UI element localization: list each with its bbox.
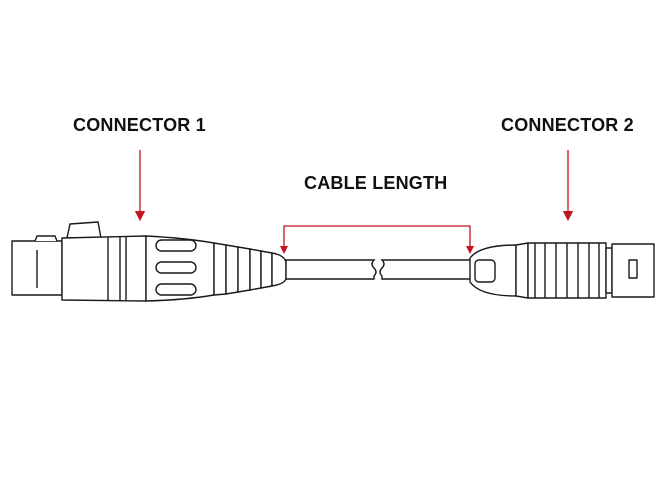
connector-1-label: CONNECTOR 1 [73, 115, 206, 135]
cable [285, 259, 473, 280]
annotations [134, 150, 574, 254]
xlr-female-connector-icon [11, 221, 287, 302]
connector-2-label: CONNECTOR 2 [501, 115, 634, 135]
cable-length-label: CABLE LENGTH [304, 173, 448, 193]
cable-length-arrowhead-left [280, 246, 288, 254]
cable-length-arrowhead-right [466, 246, 474, 254]
push-pull-circular-connector-icon [469, 242, 655, 299]
cable-length-bracket [283, 225, 471, 248]
